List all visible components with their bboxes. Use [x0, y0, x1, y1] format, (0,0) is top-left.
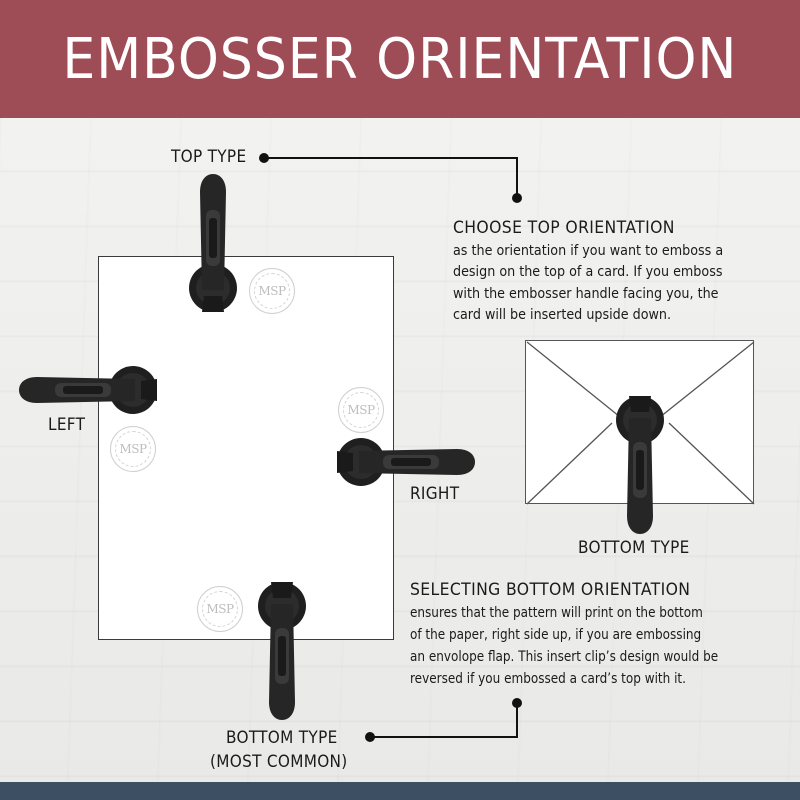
label-bottom-type-main: BOTTOM TYPE: [226, 728, 338, 748]
label-left: LEFT: [48, 415, 86, 435]
seal-left: MSP: [110, 426, 156, 472]
seal-right: MSP: [338, 387, 384, 433]
embosser-right: [337, 438, 475, 486]
seal-top: MSP: [249, 268, 295, 314]
top-orientation-line-3: with the embosser handle facing you, the: [453, 286, 719, 302]
label-bottom-type-envelope: BOTTOM TYPE: [578, 538, 690, 558]
bottom-orientation-line-1: ensures that the pattern will print on t…: [410, 605, 703, 621]
label-most-common: (MOST COMMON): [210, 752, 348, 772]
label-top-type: TOP TYPE: [171, 147, 247, 167]
embosser-left: [19, 366, 157, 414]
label-right: RIGHT: [410, 484, 460, 504]
top-orientation-heading: CHOOSE TOP ORIENTATION: [453, 218, 675, 238]
top-orientation-line-2: design on the top of a card. If you embo…: [453, 264, 723, 280]
embosser-top: [189, 174, 237, 312]
title-banner: EMBOSSER ORIENTATION: [0, 0, 800, 118]
seal-bottom: MSP: [197, 586, 243, 632]
top-orientation-line-1: as the orientation if you want to emboss…: [453, 243, 724, 259]
bottom-orientation-line-3: an envolope flap. This insert clip’s des…: [410, 649, 719, 665]
page-title: EMBOSSER ORIENTATION: [62, 26, 738, 92]
embosser-envelope: [616, 396, 664, 534]
top-orientation-line-4: card will be inserted upside down.: [453, 307, 672, 323]
footer-bar: [0, 782, 800, 800]
bottom-orientation-line-2: of the paper, right side up, if you are …: [410, 627, 702, 643]
bottom-orientation-line-4: reversed if you embossed a card’s top wi…: [410, 671, 686, 687]
embosser-bottom: [258, 582, 306, 720]
bottom-orientation-heading: SELECTING BOTTOM ORIENTATION: [410, 580, 691, 600]
